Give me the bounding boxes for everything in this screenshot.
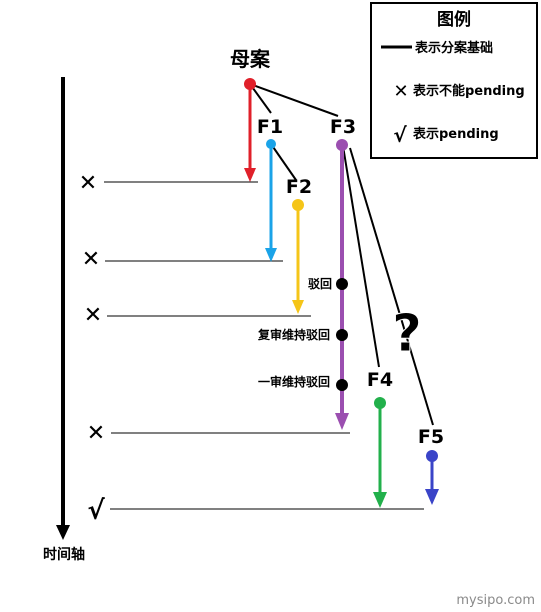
event-dot-first-reject [336, 379, 348, 391]
f4-dot [374, 397, 386, 409]
watermark: mysipo.com [456, 593, 535, 608]
connector-f1-f2 [270, 143, 297, 181]
event-label-reject: 驳回 [308, 277, 332, 291]
check-icon: √ [87, 496, 105, 526]
f5-dot [426, 450, 438, 462]
legend-title: 图例 [437, 9, 471, 30]
f3-dot [336, 139, 348, 151]
connector-f3-f4 [342, 145, 380, 368]
cross-icon: ✕ [87, 421, 105, 446]
parent-dot [244, 78, 256, 90]
question-mark: ? [392, 304, 422, 364]
f5-arrowhead [425, 489, 439, 505]
f1-label: F1 [257, 116, 283, 138]
legend-basis-label: 表示分案基础 [414, 40, 493, 56]
f1-arrowhead [265, 248, 277, 262]
timeline-label: 时间轴 [43, 546, 85, 563]
f2-arrowhead [292, 300, 304, 314]
connector-parent-f3 [249, 83, 339, 117]
cross-icon: ✕ [84, 303, 102, 328]
legend-box [370, 2, 538, 159]
legend-check-icon: √ [393, 123, 407, 147]
legend-cross-label: 表示不能pending [412, 83, 525, 99]
legend-cross-icon: ✕ [393, 81, 408, 102]
legend-check-label: 表示pending [412, 126, 499, 142]
f3-label: F3 [330, 116, 356, 138]
parent-label: 母案 [230, 47, 271, 71]
connector-f3-f5 [349, 147, 434, 426]
event-label-first-reject: 一审维持驳回 [258, 374, 330, 389]
f4-label: F4 [367, 369, 393, 391]
timeline-arrowhead [56, 525, 70, 540]
legend: 图例 表示分案基础 ✕ 表示不能pending √ 表示pending [370, 2, 538, 159]
event-label-reexam-reject: 复审维持驳回 [257, 327, 330, 342]
event-dot-reject [336, 278, 348, 290]
cross-icon: ✕ [82, 247, 100, 272]
f4-arrowhead [373, 492, 387, 508]
f3-arrowhead [335, 413, 349, 430]
f1-dot [266, 139, 276, 149]
cross-icon: ✕ [79, 171, 97, 196]
f2-dot [292, 199, 304, 211]
event-dot-reexam-reject [336, 329, 348, 341]
f5-label: F5 [418, 426, 444, 448]
parent-arrowhead [244, 168, 256, 182]
f2-label: F2 [286, 176, 312, 198]
